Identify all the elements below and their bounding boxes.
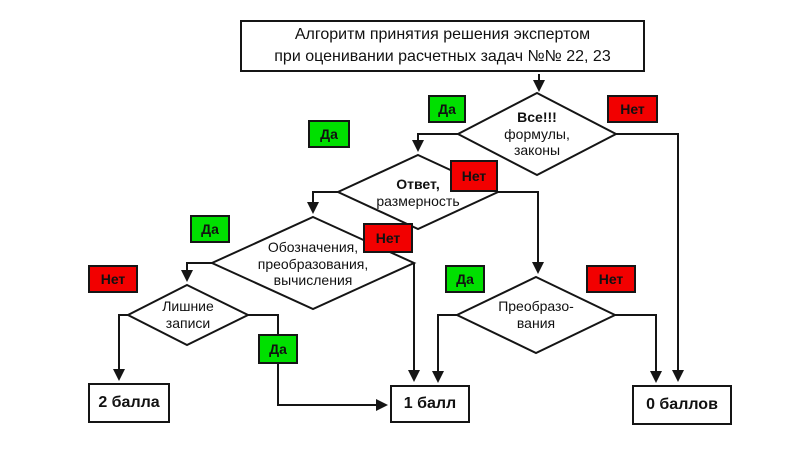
no-label-d5: Нет (586, 265, 636, 293)
edge-d2-yes-to-d3 (307, 191, 338, 214)
decision-all-formulas-diamond (455, 91, 619, 177)
yes-label-d1: Да (428, 95, 466, 123)
no-label-d1: Нет (607, 95, 658, 123)
title-line-1: Алгоритм принятия решения экспертом (294, 25, 591, 43)
no-label-d3: Нет (363, 223, 413, 253)
title-line-2: при оценивании расчетных задач №№ 22, 23 (274, 48, 611, 65)
no-label-d4: Нет (88, 265, 138, 293)
no-label-d2: Нет (450, 160, 498, 192)
outcome-zero-points: 0 баллов (632, 385, 732, 425)
edge-d5-no-to-zero (615, 314, 662, 383)
edge-d2-no-to-d5 (498, 191, 544, 274)
decision-transformations-diamond (454, 275, 618, 355)
yes-label-d2: Да (308, 120, 350, 148)
edge-d5-yes-to-one (432, 314, 457, 383)
outcome-one-point: 1 балл (390, 385, 470, 423)
yes-label-d5: Да (445, 265, 485, 293)
yes-label-d4: Да (258, 334, 298, 364)
decision-extra-notes-diamond (125, 283, 251, 347)
edge-d1-no-to-zero (616, 133, 684, 382)
edge-d3-yes-to-d4 (181, 262, 212, 282)
edge-d1-yes-to-d2 (412, 133, 458, 152)
outcome-two-points: 2 балла (88, 383, 170, 423)
title-box: Алгоритм принятия решения экспертом при … (240, 20, 645, 72)
yes-label-d3: Да (190, 215, 230, 243)
edge-d4-no-to-two (113, 314, 128, 381)
